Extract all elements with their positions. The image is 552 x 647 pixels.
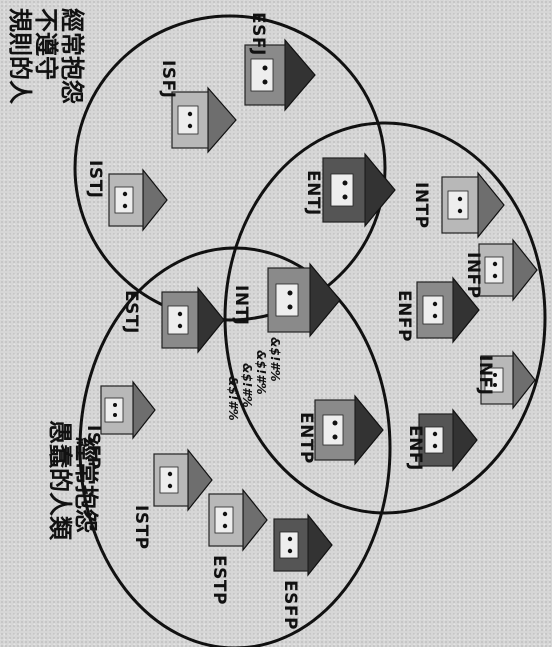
label-isfj: ISFJ — [158, 60, 178, 99]
label-istj: ISTJ — [85, 160, 105, 199]
curse-text: &$!#% — [254, 350, 268, 395]
circle-top — [73, 14, 387, 322]
circle-right — [223, 121, 547, 515]
house-infp — [478, 238, 538, 302]
house-intj — [267, 262, 341, 338]
label-isfp: ISFP — [83, 425, 103, 470]
note-top-right-line3: 規則的人 — [6, 8, 34, 104]
house-enfp — [416, 276, 480, 344]
circle-bottom — [78, 246, 392, 647]
label-enfp: ENFP — [394, 290, 414, 342]
label-entp: ENTP — [296, 412, 316, 464]
house-esfp — [273, 513, 333, 577]
house-enfj — [418, 408, 478, 472]
label-istp: ISTP — [131, 505, 151, 550]
label-intp: INTP — [411, 182, 431, 229]
curse-text: &$!#% — [226, 376, 240, 421]
label-estj: ESTJ — [121, 290, 141, 334]
house-infj — [480, 350, 536, 410]
curse-text: &$!#% — [268, 337, 282, 382]
house-isfp — [100, 380, 156, 440]
house-istj — [108, 168, 168, 232]
label-esfp: ESFP — [280, 580, 300, 630]
house-esfj — [244, 38, 316, 112]
note-top-right-line2: 不遵守 — [32, 8, 60, 80]
label-enfj: ENFJ — [405, 425, 425, 471]
label-intj: INTJ — [231, 285, 251, 325]
label-infp: INFP — [463, 252, 483, 299]
label-infj: INFJ — [475, 355, 495, 396]
note-top-right-line1: 經常抱怨 — [58, 8, 86, 104]
house-istp — [153, 448, 213, 512]
note-bottom-left-line2: 愚蠢的人類 — [46, 420, 74, 541]
house-intp — [441, 171, 505, 239]
label-esfj: ESFJ — [248, 12, 268, 56]
label-estp: ESTP — [209, 555, 229, 605]
house-entj — [322, 152, 396, 228]
curse-text: &$!#% — [240, 363, 254, 408]
house-isfj — [171, 86, 237, 154]
house-estp — [208, 488, 268, 552]
house-estj — [161, 286, 225, 354]
label-entj: ENTJ — [303, 170, 323, 216]
house-entp — [314, 394, 384, 466]
note-bottom-left-line1: 經常抱怨 — [72, 437, 100, 533]
